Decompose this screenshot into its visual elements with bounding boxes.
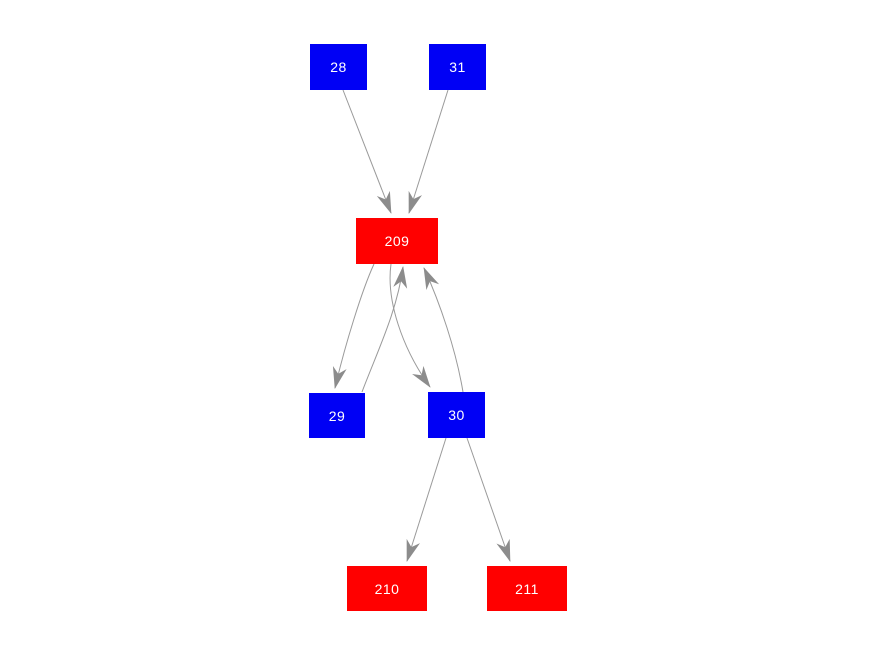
graph-node-28[interactable]: 28: [310, 44, 367, 90]
graph-node-209[interactable]: 209: [356, 218, 438, 264]
edge-28-209[interactable]: [342, 89, 392, 214]
node-label: 30: [448, 407, 465, 423]
node-label: 211: [515, 580, 539, 597]
edge-29-209[interactable]: [361, 266, 408, 393]
edge-209-29[interactable]: [332, 263, 375, 389]
edge-209-30[interactable]: [389, 263, 431, 388]
graph-node-210[interactable]: 210: [347, 566, 427, 611]
node-label: 29: [328, 407, 346, 424]
graph-node-31[interactable]: 31: [429, 44, 486, 90]
edge-30-211[interactable]: [466, 437, 511, 562]
graph-node-29[interactable]: 29: [309, 393, 365, 438]
graph-node-211[interactable]: 211: [487, 566, 567, 611]
edge-30-210[interactable]: [406, 437, 447, 562]
node-label: 31: [449, 59, 466, 75]
graph-node-30[interactable]: 30: [428, 392, 485, 438]
node-label: 209: [384, 233, 410, 249]
edge-31-209[interactable]: [408, 89, 449, 214]
edge-30-209[interactable]: [423, 267, 464, 393]
node-label: 28: [330, 59, 347, 75]
node-label: 210: [374, 580, 400, 597]
